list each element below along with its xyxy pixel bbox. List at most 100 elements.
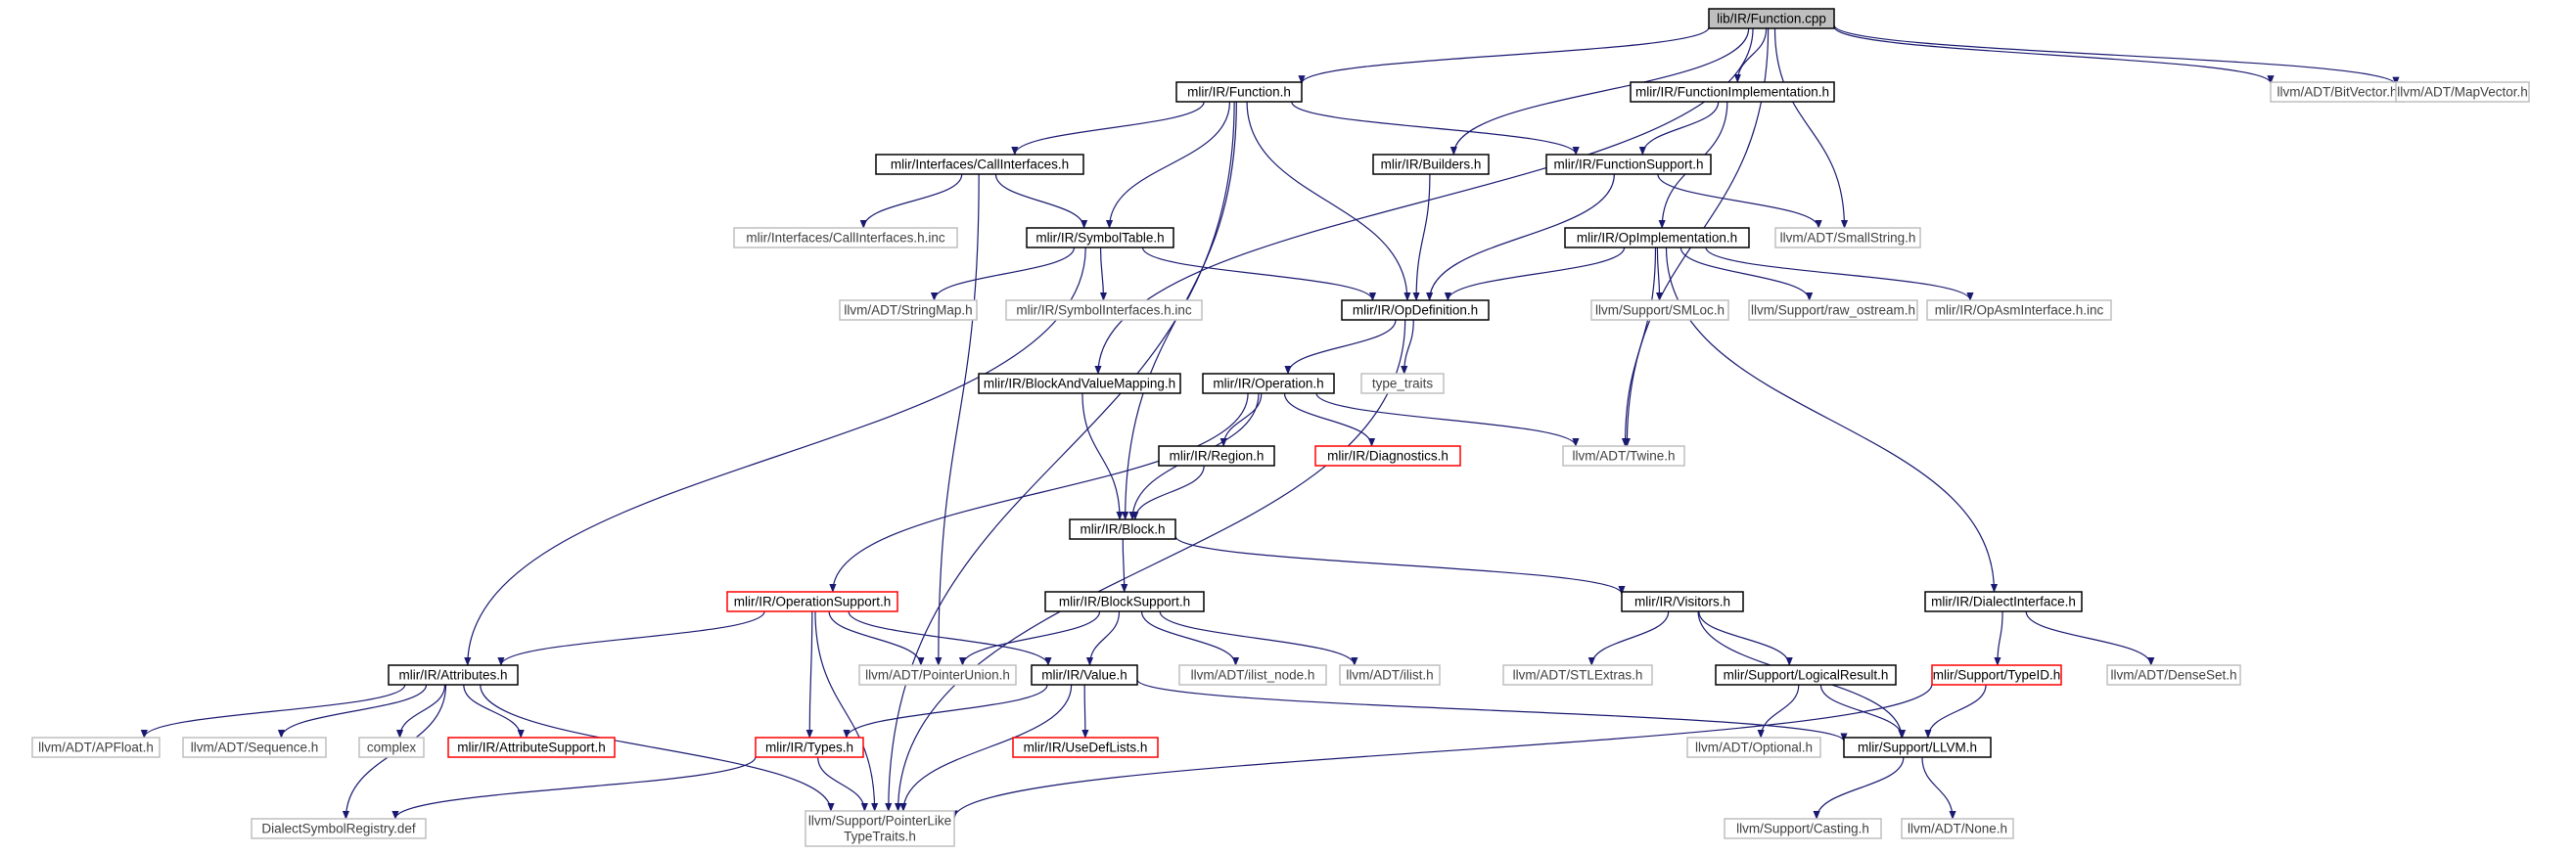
node-block-h[interactable]: mlir/IR/Block.h xyxy=(1069,518,1176,540)
node-box xyxy=(1012,737,1159,758)
edge-dialectif_h-to-denseset xyxy=(2025,610,2155,666)
edge-symboltable_h-to-attributes_h xyxy=(464,247,1086,666)
node-box xyxy=(1026,227,1174,248)
node-usedeflists-h[interactable]: mlir/IR/UseDefLists.h xyxy=(1012,737,1159,758)
node-bvm-h[interactable]: mlir/IR/BlockAndValueMapping.h xyxy=(978,373,1181,394)
edge-funcimpl_h-to-funcsupport_h xyxy=(1638,101,1720,156)
node-box xyxy=(1715,664,1897,686)
node-box xyxy=(1158,445,1275,467)
node-opdef-h[interactable]: mlir/IR/OpDefinition.h xyxy=(1341,299,1490,321)
node-box xyxy=(1031,664,1138,686)
node-box xyxy=(1175,81,1303,103)
node-label: llvm/ADT/STLExtras.h xyxy=(1513,668,1643,683)
node-region-h[interactable]: mlir/IR/Region.h xyxy=(1158,445,1275,467)
edge-root-to-bitvector xyxy=(1833,26,2275,85)
node-label: mlir/IR/BlockAndValueMapping.h xyxy=(984,377,1175,391)
node-box xyxy=(1178,664,1327,686)
node-complex: complex xyxy=(358,737,425,758)
node-blocksupport-h[interactable]: mlir/IR/BlockSupport.h xyxy=(1044,591,1205,612)
node-raw-ostream: llvm/Support/raw_ostream.h xyxy=(1748,299,1918,321)
node-box xyxy=(875,154,1084,175)
node-types-h[interactable]: mlir/IR/Types.h xyxy=(755,737,864,758)
node-label: mlir/IR/OpImplementation.h xyxy=(1577,231,1737,246)
node-label: mlir/IR/Visitors.h xyxy=(1634,595,1730,609)
edge-typeid_h-to-pltt xyxy=(950,684,1933,820)
node-box xyxy=(1924,591,2083,612)
node-llvm-h[interactable]: mlir/Support/LLVM.h xyxy=(1843,737,1992,758)
node-label: llvm/ADT/PointerUnion.h xyxy=(865,668,1010,683)
node-visitors-h[interactable]: mlir/IR/Visitors.h xyxy=(1621,591,1744,612)
node-value-h[interactable]: mlir/IR/Value.h xyxy=(1031,664,1138,686)
node-box xyxy=(1564,227,1750,248)
node-symboltable-h[interactable]: mlir/IR/SymbolTable.h xyxy=(1026,227,1174,248)
node-smallstring: llvm/ADT/SmallString.h xyxy=(1774,227,1921,248)
edge-opsupport_h-to-attributes_h xyxy=(497,610,765,666)
node-label: TypeTraits.h xyxy=(844,830,916,844)
node-builders-h[interactable]: mlir/IR/Builders.h xyxy=(1372,154,1490,175)
edge-attributes_h-to-attrsupport_h xyxy=(463,684,525,739)
node-label: llvm/ADT/APFloat.h xyxy=(38,741,154,755)
node-box xyxy=(1686,737,1821,758)
edge-opsupport_h-to-value_h xyxy=(848,610,1052,666)
node-label: mlir/IR/OpDefinition.h xyxy=(1353,303,1478,318)
edge-blocksupport_h-to-value_h xyxy=(1085,610,1121,666)
edge-root-to-mapvector xyxy=(1833,24,2400,86)
edge-blocksupport_h-to-ilist xyxy=(1159,610,1358,666)
edge-types_h-to-dsr_def xyxy=(391,756,757,820)
node-funcimpl-h[interactable]: mlir/IR/FunctionImplementation.h xyxy=(1630,81,1835,103)
node-box xyxy=(358,737,425,758)
node-diagnostics-h[interactable]: mlir/IR/Diagnostics.h xyxy=(1314,445,1461,467)
edge-opimpl_h-to-opasm_inc xyxy=(1705,247,1974,301)
edge-builders_h-to-opdef_h xyxy=(1412,173,1431,301)
node-box xyxy=(1590,299,1729,321)
edge-visitors_h-to-logicalresult_h xyxy=(1698,610,1793,666)
edge-opimpl_h-to-raw_ostream xyxy=(1679,247,1814,301)
node-box xyxy=(1545,154,1712,175)
node-operation-h[interactable]: mlir/IR/Operation.h xyxy=(1202,373,1335,394)
edge-logicalresult_h-to-optional xyxy=(1757,684,1800,739)
edge-root-to-function_h xyxy=(1298,26,1710,85)
node-dialectif-h[interactable]: mlir/IR/DialectInterface.h xyxy=(1924,591,2083,612)
edge-llvm_h-to-none xyxy=(1921,756,1956,820)
node-label: llvm/ADT/ilist.h xyxy=(1346,668,1433,683)
node-optional: llvm/ADT/Optional.h xyxy=(1686,737,1821,758)
node-funcsupport-h[interactable]: mlir/IR/FunctionSupport.h xyxy=(1545,154,1712,175)
node-label: mlir/IR/FunctionSupport.h xyxy=(1553,157,1703,172)
node-label: mlir/IR/FunctionImplementation.h xyxy=(1635,85,1829,100)
node-label: type_traits xyxy=(1372,377,1434,391)
edge-opdef_h-to-pltt xyxy=(894,319,1406,812)
node-label: mlir/IR/Block.h xyxy=(1080,522,1165,537)
node-box xyxy=(1630,81,1835,103)
node-opsupport-h[interactable]: mlir/IR/OperationSupport.h xyxy=(726,591,898,612)
node-box xyxy=(1843,737,1992,758)
edge-operation_h-to-region_h xyxy=(1219,392,1263,447)
node-root[interactable]: lib/IR/Function.cpp xyxy=(1708,8,1835,29)
node-function-h[interactable]: mlir/IR/Function.h xyxy=(1175,81,1303,103)
node-callif-h[interactable]: mlir/Interfaces/CallInterfaces.h xyxy=(875,154,1084,175)
node-label: complex xyxy=(367,741,417,755)
node-twine: llvm/ADT/Twine.h xyxy=(1562,445,1685,467)
node-logicalresult-h[interactable]: mlir/Support/LogicalResult.h xyxy=(1715,664,1897,686)
node-bitvector: llvm/ADT/BitVector.h xyxy=(2270,81,2405,103)
node-stlextras: llvm/ADT/STLExtras.h xyxy=(1502,664,1653,686)
node-attrsupport-h[interactable]: mlir/IR/AttributeSupport.h xyxy=(447,737,616,758)
node-box xyxy=(1708,8,1835,29)
edge-attributes_h-to-apfloat xyxy=(140,684,406,739)
node-opimpl-h[interactable]: mlir/IR/OpImplementation.h xyxy=(1564,227,1750,248)
edge-opdef_h-to-operation_h xyxy=(1284,319,1397,375)
edge-root-to-smallstring xyxy=(1773,27,1849,229)
node-box xyxy=(1005,299,1203,321)
node-box xyxy=(2106,664,2241,686)
node-attributes-h[interactable]: mlir/IR/Attributes.h xyxy=(388,664,519,686)
node-box xyxy=(251,818,427,839)
node-label: mlir/IR/SymbolTable.h xyxy=(1035,231,1164,246)
node-box xyxy=(388,664,519,686)
node-apfloat: llvm/ADT/APFloat.h xyxy=(31,737,161,758)
node-typeid-h[interactable]: mlir/Support/TypeID.h xyxy=(1931,664,2062,686)
node-box xyxy=(978,373,1181,394)
node-smloc: llvm/Support/SMLoc.h xyxy=(1590,299,1729,321)
edge-callif_h-to-callif_inc xyxy=(859,173,963,229)
edge-root-to-funcimpl_h xyxy=(1733,27,1768,83)
node-label: llvm/ADT/Optional.h xyxy=(1695,741,1813,755)
